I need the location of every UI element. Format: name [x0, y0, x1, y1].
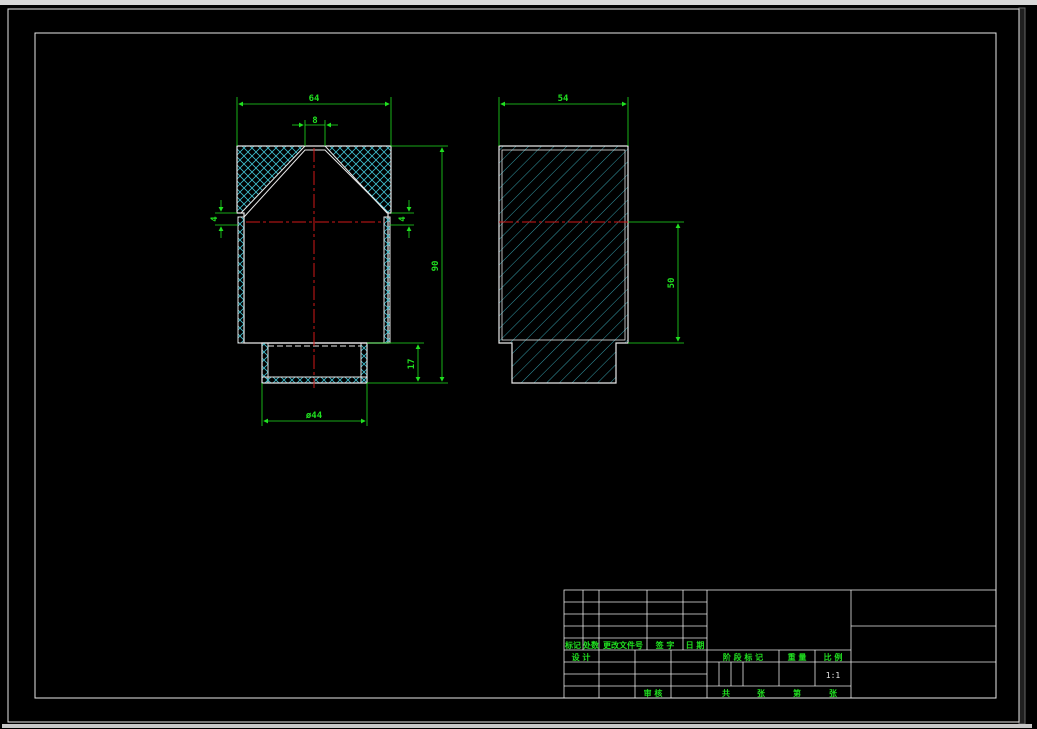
right-view-body — [498, 145, 629, 384]
page-label: 第 — [793, 688, 801, 698]
design-label: 设 计 — [572, 652, 591, 662]
dim-right-step-text: 4 — [398, 216, 408, 222]
dim-left-height-text: 90 — [431, 261, 441, 272]
left-cap-hatch-left — [236, 145, 307, 214]
dim-bottom-diameter-text: ø44 — [306, 411, 323, 421]
rev-header-count: 处数 — [582, 640, 600, 650]
title-block-text: 标记 处数 更改文件号 签 字 日 期 设 计 审 核 阶 段 标 记 重 量 … — [564, 640, 842, 698]
dim-left-step-text: 4 — [210, 216, 220, 222]
dim-right-top-width-text: 54 — [558, 94, 569, 104]
left-view-cone — [243, 149, 389, 218]
rev-header-change-doc: 更改文件号 — [603, 640, 643, 650]
right-view-inner-edge — [501, 149, 626, 341]
total-label: 共 — [722, 688, 730, 698]
window-top-bar — [0, 0, 1037, 5]
page-sheet-label: 张 — [829, 689, 838, 698]
right-wall-hatch — [383, 216, 391, 344]
dim-left-top-small-text: 8 — [312, 116, 317, 126]
scale-value: 1:1 — [826, 671, 841, 680]
weight-label: 重 量 — [788, 652, 807, 662]
sheet-outer-border — [7, 8, 1020, 723]
dim-left-top-width-text: 64 — [309, 94, 320, 104]
rev-header-signature: 签 字 — [655, 640, 675, 650]
dim-right-side-height-text: 50 — [667, 278, 677, 289]
rev-header-date: 日 期 — [686, 640, 705, 650]
right-side-view: 54 50 — [498, 94, 684, 384]
sheet-label: 张 — [757, 689, 766, 698]
drawing-frame — [34, 32, 997, 699]
left-wall-hatch — [237, 216, 245, 344]
left-section-view: 64 8 4 4 90 17 ø44 — [210, 94, 448, 426]
review-label: 审 核 — [644, 688, 663, 698]
title-block — [563, 589, 997, 699]
vertical-scrollbar[interactable] — [1018, 7, 1026, 725]
window-bottom-bar — [2, 724, 1032, 728]
stage-label: 阶 段 标 记 — [723, 652, 763, 662]
left-cap-hatch-right — [323, 145, 392, 214]
dim-bottom-step-text: 17 — [407, 359, 417, 370]
scale-label: 比 例 — [824, 652, 843, 662]
rev-header-mark: 标记 — [564, 640, 581, 650]
